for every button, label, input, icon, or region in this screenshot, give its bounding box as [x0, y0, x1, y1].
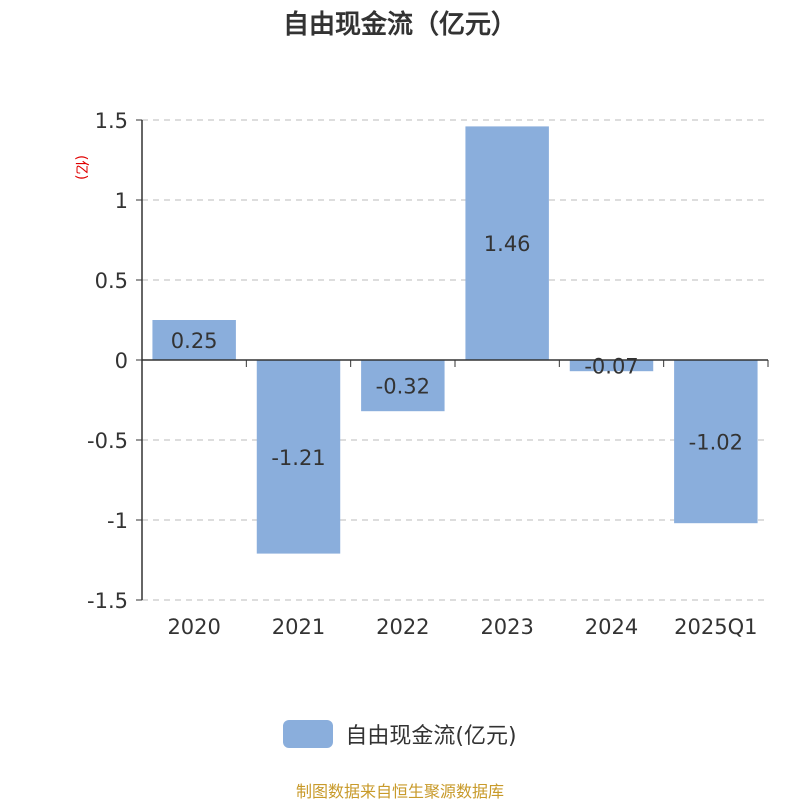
bar — [465, 126, 549, 361]
x-tick-label: 2021 — [272, 615, 325, 639]
bar-value-label: -0.32 — [376, 375, 430, 399]
legend-label: 自由现金流(亿元) — [345, 724, 517, 749]
bar-value-label: -1.21 — [271, 446, 325, 470]
bar — [674, 360, 758, 524]
y-tick-label: -1.5 — [87, 589, 128, 613]
x-tick-label: 2020 — [167, 615, 220, 639]
bar-value-label: 0.25 — [171, 329, 218, 353]
bar — [152, 320, 236, 360]
x-tick-label: 2022 — [376, 615, 429, 639]
bar — [361, 360, 445, 412]
y-tick-label: 0 — [115, 349, 128, 373]
legend-swatch — [283, 720, 334, 748]
bar-value-label: -1.02 — [689, 431, 743, 455]
y-tick-label: 1.5 — [95, 109, 128, 133]
y-tick-label: -1 — [107, 509, 128, 533]
source-note: 制图数据来自恒生聚源数据库 — [295, 782, 504, 801]
y-tick-label: -0.5 — [87, 429, 128, 453]
x-tick-label: 2024 — [585, 615, 638, 639]
x-tick-label: 2025Q1 — [674, 615, 757, 639]
y-tick-label: 0.5 — [95, 269, 128, 293]
bar — [569, 360, 654, 372]
y-tick-label: 1 — [115, 189, 128, 213]
bar-value-label: -0.07 — [584, 355, 638, 379]
x-tick-label: 2023 — [480, 615, 533, 639]
chart-title: 自由现金流（亿元） — [282, 10, 517, 40]
bar-value-label: 1.46 — [484, 232, 531, 256]
bar — [256, 360, 341, 554]
legend[interactable]: 自由现金流(亿元) — [0, 718, 800, 750]
